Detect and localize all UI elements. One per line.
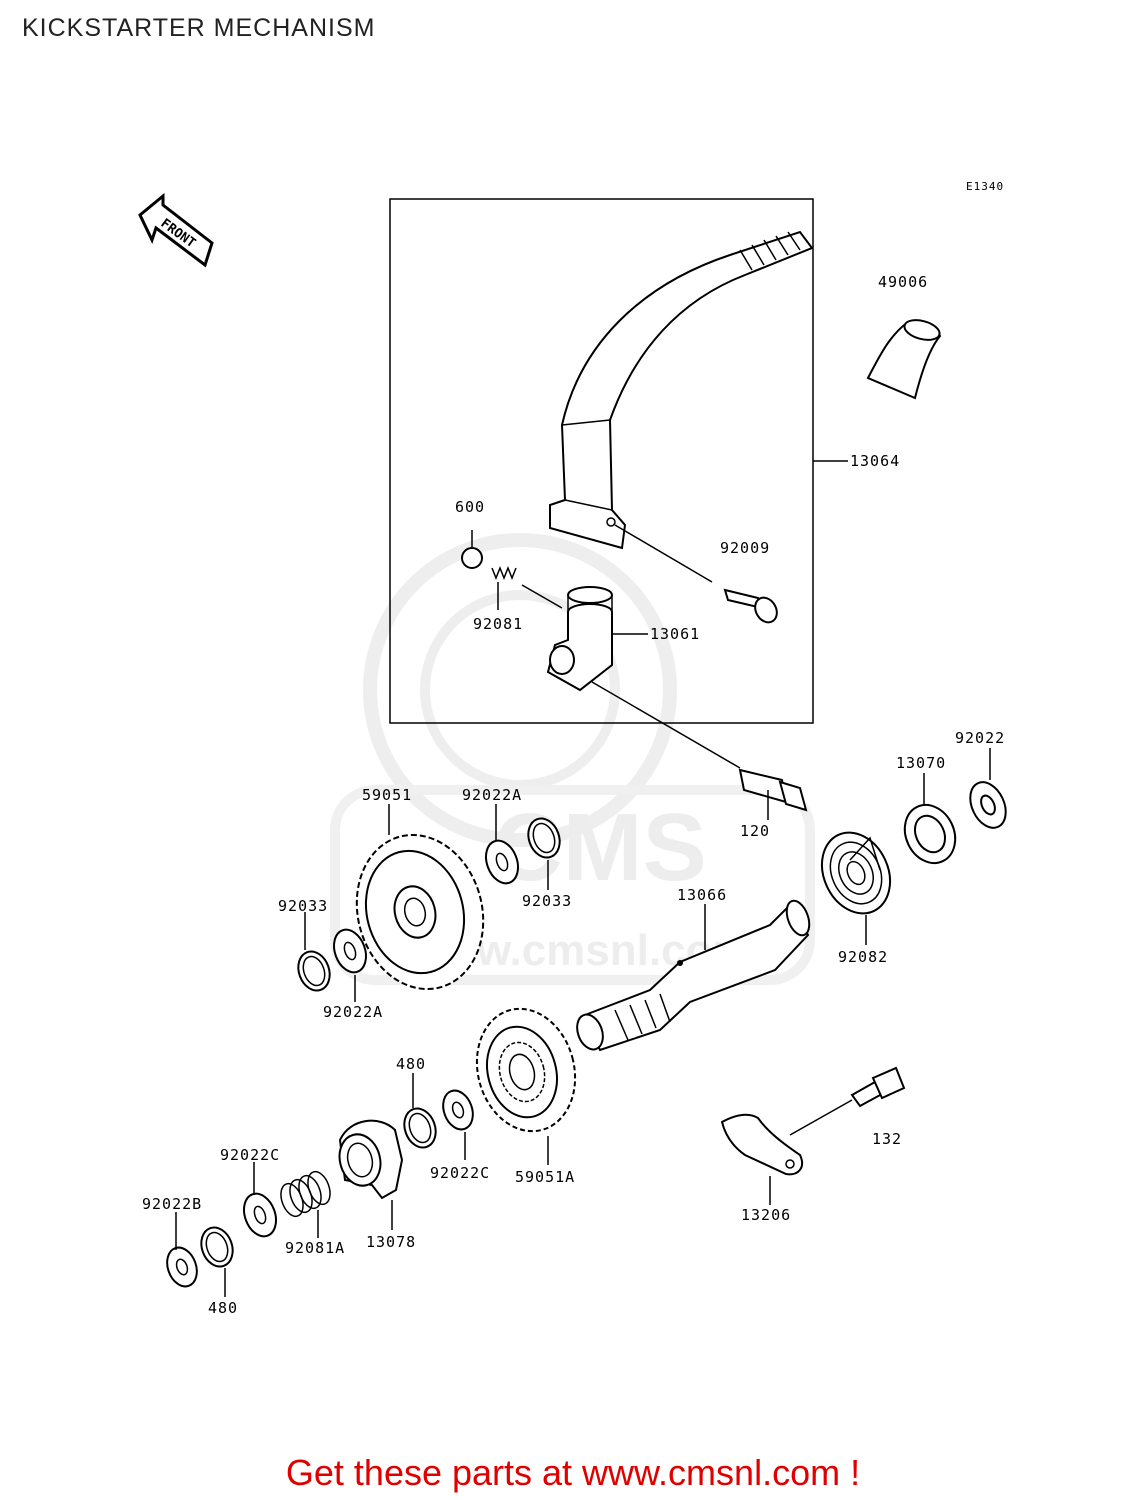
label-92022a-bottom: 92022A (323, 1003, 383, 1021)
ratchet-gear-part (475, 1007, 577, 1133)
kick-spring-part (820, 831, 892, 915)
kick-lever-part (549, 230, 814, 550)
label-92022c-right: 92022C (430, 1164, 490, 1182)
label-13066: 13066 (677, 886, 727, 904)
washer-92022a-bottom-part (333, 928, 367, 974)
label-59051: 59051 (362, 786, 412, 804)
label-480-top: 480 (396, 1055, 426, 1073)
parts-diagram: CMS www.cmsnl.com E1340 FRONT (138, 180, 1007, 1317)
ratchet-spring-part (280, 1170, 331, 1218)
label-480-bottom: 480 (208, 1299, 238, 1317)
ratchet-part (338, 1119, 404, 1200)
collar-part (903, 803, 957, 865)
label-600: 600 (455, 498, 485, 516)
washer-92022c-right-part (442, 1089, 474, 1131)
washer-92022c-left-part (243, 1192, 277, 1238)
page-title: KICKSTARTER MECHANISM (22, 14, 376, 42)
clamp-bolt-part (738, 768, 808, 812)
lever-bolt-part (723, 588, 778, 624)
label-13061: 13061 (650, 625, 700, 643)
guide-plate-part (720, 1113, 804, 1176)
label-92022a-top: 92022A (462, 786, 522, 804)
label-92022c-left: 92022C (220, 1146, 280, 1164)
lever-cover-part (866, 319, 942, 400)
label-13206: 13206 (741, 1206, 791, 1224)
kick-boss-part (546, 586, 613, 692)
ball-part (461, 547, 483, 569)
label-13070: 13070 (896, 754, 946, 772)
label-120: 120 (740, 822, 770, 840)
figure-code: E1340 (966, 180, 1004, 193)
label-13064: 13064 (850, 452, 900, 470)
label-92033-right: 92033 (522, 892, 572, 910)
watermark-logo-text: CMS (493, 794, 706, 901)
label-92009: 92009 (720, 539, 770, 557)
label-59051a: 59051A (515, 1168, 575, 1186)
label-92082: 92082 (838, 948, 888, 966)
circlip-92033-right-part (527, 817, 561, 859)
small-spring-part (491, 565, 517, 581)
circlip-480-bottom-part (200, 1226, 234, 1268)
kick-shaft-part (576, 899, 811, 1052)
kick-gear-part (355, 833, 485, 991)
label-13078: 13078 (366, 1233, 416, 1251)
label-92081: 92081 (473, 615, 523, 633)
label-49006: 49006 (878, 273, 928, 291)
label-132: 132 (872, 1130, 902, 1148)
label-92022b: 92022B (142, 1195, 202, 1213)
washer-92022b-part (166, 1246, 198, 1288)
front-arrow-icon: FRONT (138, 192, 214, 268)
circlip-92033-left-part (297, 950, 331, 992)
footer-banner[interactable]: Get these parts at www.cmsnl.com ! (285, 1452, 861, 1493)
guide-bolt-part (850, 1066, 906, 1108)
circlip-480-top-part (403, 1107, 437, 1149)
label-92022: 92022 (955, 729, 1005, 747)
label-92081a: 92081A (285, 1239, 345, 1257)
label-92033-left: 92033 (278, 897, 328, 915)
washer-92022a-top-part (485, 839, 519, 885)
